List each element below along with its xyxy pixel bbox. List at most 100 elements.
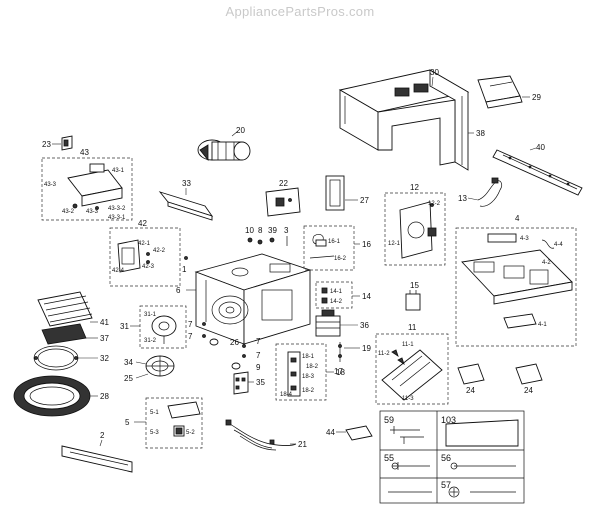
callout-8: 8 bbox=[258, 226, 263, 235]
sub-18-2b: 18-2 bbox=[302, 388, 315, 394]
sub-42-3: 42-3 bbox=[142, 264, 155, 270]
sub-43-3-1: 43-3-1 bbox=[108, 215, 126, 221]
assembly-12-box bbox=[384, 192, 446, 266]
fan-motor-part bbox=[197, 139, 251, 162]
assembly-11-box bbox=[375, 333, 449, 405]
part-11 bbox=[381, 349, 443, 401]
screw-cell-56: 56 bbox=[441, 453, 451, 463]
callout-21: 21 bbox=[298, 440, 307, 449]
callout-11: 11 bbox=[408, 323, 417, 332]
callout-32: 32 bbox=[100, 354, 109, 363]
sub-43-1: 43-1 bbox=[112, 168, 125, 174]
callout-25: 25 bbox=[124, 374, 133, 383]
part-17-19 bbox=[338, 342, 342, 362]
callout-2: 2 bbox=[100, 431, 105, 440]
part-31 bbox=[151, 315, 177, 344]
callout-20: 20 bbox=[236, 126, 245, 135]
callout-38: 38 bbox=[476, 129, 485, 138]
part-27 bbox=[325, 175, 345, 211]
sub-43-2: 43-2 bbox=[62, 209, 75, 215]
sub-12-2: 12-2 bbox=[428, 201, 441, 207]
part-43 bbox=[67, 163, 123, 210]
callout-16: 16 bbox=[362, 240, 371, 249]
callout-29: 29 bbox=[532, 93, 541, 102]
callout-7c: 7 bbox=[256, 337, 261, 346]
sub-43-3b: 43-3 bbox=[86, 209, 99, 215]
callout-18: 18 bbox=[336, 368, 345, 377]
assembly-5-box bbox=[145, 397, 203, 449]
callout-36: 36 bbox=[360, 321, 369, 330]
part-4 bbox=[461, 233, 573, 329]
sub-42-2: 42-2 bbox=[153, 248, 166, 254]
callout-15: 15 bbox=[410, 281, 419, 290]
sub-4-4: 4-4 bbox=[554, 242, 563, 248]
part-42 bbox=[117, 239, 150, 273]
turntable-ring bbox=[33, 345, 79, 371]
part-5 bbox=[167, 401, 201, 437]
sub-5-3: 5-3 bbox=[150, 430, 159, 436]
callout-10: 10 bbox=[245, 226, 254, 235]
callout-19: 19 bbox=[362, 344, 371, 353]
callout-22: 22 bbox=[279, 179, 288, 188]
sub-31-2: 31-2 bbox=[144, 338, 157, 344]
sub-11-1: 11-1 bbox=[402, 342, 414, 348]
sub-43-3: 43-3 bbox=[44, 182, 57, 188]
assembly-14-box bbox=[315, 281, 353, 309]
sub-5-1: 5-1 bbox=[150, 410, 159, 416]
part-35 bbox=[233, 371, 249, 395]
vent-grille-part bbox=[477, 75, 523, 109]
rail-part bbox=[492, 149, 583, 196]
callout-33: 33 bbox=[182, 179, 191, 188]
screw-cell-59: 59 bbox=[384, 415, 394, 425]
callout-41: 41 bbox=[100, 318, 109, 327]
outer-cabinet bbox=[338, 69, 470, 171]
sub-18-1: 18-1 bbox=[302, 354, 315, 360]
sub-18-4: 18-4 bbox=[280, 392, 293, 398]
callout-40: 40 bbox=[536, 143, 545, 152]
assembly-31-box bbox=[139, 305, 187, 349]
assembly-42-box bbox=[109, 227, 181, 287]
part-12 bbox=[399, 201, 437, 259]
callout-3: 3 bbox=[284, 226, 289, 235]
sub-5-2: 5-2 bbox=[186, 430, 195, 436]
callout-5: 5 bbox=[125, 418, 130, 427]
callout-30: 30 bbox=[430, 68, 439, 77]
callout-24b: 24 bbox=[524, 386, 533, 395]
callout-6: 6 bbox=[176, 286, 181, 295]
sub-43-3-2: 43-3-2 bbox=[108, 206, 126, 212]
callout-27: 27 bbox=[360, 196, 369, 205]
glass-tray bbox=[13, 375, 91, 417]
sub-4-3: 4-3 bbox=[520, 236, 529, 242]
sub-31-1: 31-1 bbox=[144, 312, 157, 318]
assembly-4-box bbox=[455, 227, 577, 347]
callout-17: 17 bbox=[334, 367, 343, 376]
callout-31: 31 bbox=[120, 322, 129, 331]
oven-cavity bbox=[194, 253, 312, 345]
sub-16-1: 16-1 bbox=[328, 239, 341, 245]
callout-24a: 24 bbox=[466, 386, 475, 395]
part-23 bbox=[61, 135, 73, 151]
screw-cell-57: 57 bbox=[441, 480, 451, 490]
screw-cell-103: 103 bbox=[441, 415, 456, 425]
assembly-43-box bbox=[41, 157, 133, 221]
part-22 bbox=[265, 187, 301, 217]
part-18 bbox=[287, 351, 301, 397]
sub-12-1: 12-1 bbox=[388, 241, 401, 247]
callout-9: 9 bbox=[256, 363, 261, 372]
callout-23: 23 bbox=[42, 140, 51, 149]
screw-table bbox=[379, 410, 525, 504]
callout-37: 37 bbox=[100, 334, 109, 343]
screw-cell-55: 55 bbox=[384, 453, 394, 463]
sub-18-2: 18-2 bbox=[306, 364, 319, 370]
callout-26: 26 bbox=[230, 338, 239, 347]
callout-42: 42 bbox=[138, 219, 147, 228]
part-16 bbox=[309, 234, 335, 259]
wire-harness bbox=[225, 419, 297, 451]
sub-18-3: 18-3 bbox=[302, 374, 315, 380]
sub-4-2: 4-2 bbox=[542, 260, 551, 266]
callout-14: 14 bbox=[362, 292, 371, 301]
callout-7b: 7 bbox=[188, 332, 193, 341]
manual-part bbox=[345, 425, 373, 441]
callout-28: 28 bbox=[100, 392, 109, 401]
